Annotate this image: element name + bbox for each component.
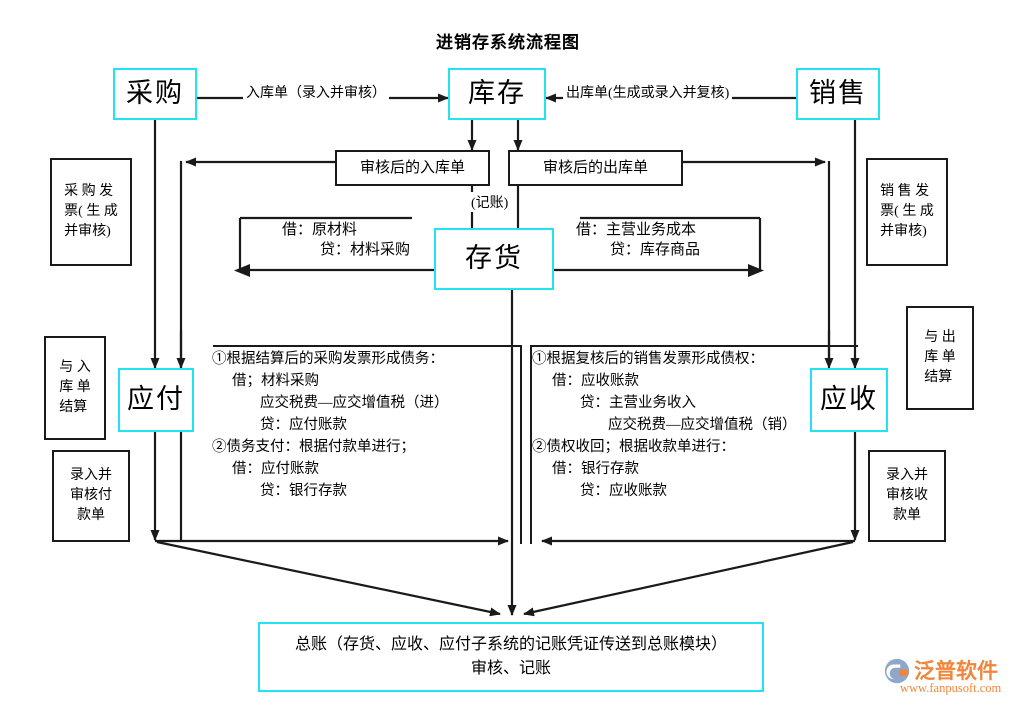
- node-approved-inbound-slip[interactable]: 审核后的入库单: [335, 150, 490, 186]
- node-sales[interactable]: 销售: [796, 68, 880, 120]
- node-general-ledger[interactable]: 总账（存货、应收、应付子系统的记账凭证传送到总账模块） 审核、记账: [258, 622, 764, 692]
- entry-outbound-line-2: 贷：库存商品: [610, 242, 701, 259]
- node-stock-label: 存货: [465, 243, 523, 274]
- box-settle-with-outbound-text: 与 出 库 单 结算: [924, 329, 956, 386]
- journal-receivable-line-3: 贷：主营业务收入: [580, 395, 696, 412]
- box-purchase-invoice[interactable]: 采 购 发 票( 生 成 并审核): [50, 158, 132, 266]
- ledger-line-1: 总账（存货、应收、应付子系统的记账凭证传送到总账模块）: [294, 636, 727, 653]
- journal-payable-line-5: ②债务支付：根据付款单进行；: [212, 439, 415, 456]
- edge-label-outbound-order: 出库单(生成或录入并复核): [563, 82, 733, 102]
- entry-inbound-line-2: 贷：材料采购: [320, 242, 411, 259]
- ledger-line-2: 审核、记账: [470, 660, 551, 677]
- journal-payable-line-6: 借：应付账款: [232, 461, 319, 478]
- node-inventory-label: 库存: [468, 78, 526, 109]
- edge-label-inbound-order: 入库单（录入并审核）: [243, 82, 389, 102]
- node-purchase[interactable]: 采购: [113, 68, 197, 120]
- journal-payable-line-2: 借；材料采购: [232, 373, 319, 390]
- node-payable[interactable]: 应付: [118, 368, 194, 432]
- entry-note-outbound: 借：主营业务成本 贷：库存商品: [576, 220, 700, 261]
- box-payment-slip-text: 录入并 审核付 款单: [70, 467, 112, 524]
- node-approved-outbound-slip-label: 审核后的出库单: [542, 159, 648, 176]
- entry-outbound-line-1: 借：主营业务成本: [576, 222, 697, 238]
- journal-receivable-line-5: ②债权收回；根据收款单进行：: [532, 439, 735, 456]
- journal-receivable: ①根据复核后的销售发票形成债权： 借：应收账款 贷：主营业务收入 应交税费—应交…: [532, 348, 797, 502]
- box-purchase-invoice-text: 采 购 发 票( 生 成 并审核): [64, 183, 118, 240]
- journal-payable-line-1: ①根据结算后的采购发票形成债务：: [212, 351, 444, 367]
- node-stock[interactable]: 存货: [434, 228, 554, 290]
- journal-payable-line-4: 贷：应付账款: [260, 417, 347, 434]
- box-settle-with-inbound[interactable]: 与 入 库 单 结算: [44, 336, 106, 440]
- entry-note-inbound: 借：原材料 贷：材料采购: [262, 220, 410, 261]
- entry-inbound-line-1: 借：原材料: [282, 222, 358, 238]
- node-receivable-label: 应收: [820, 384, 878, 415]
- journal-payable-line-3: 应交税费—应交增值税（进）: [260, 395, 449, 412]
- journal-payable-line-7: 贷：银行存款: [260, 483, 347, 500]
- journal-payable: ①根据结算后的采购发票形成债务： 借；材料采购 应交税费—应交增值税（进） 贷：…: [212, 348, 449, 502]
- node-purchase-label: 采购: [126, 78, 184, 109]
- journal-receivable-line-4: 应交税费—应交增值税（销）: [608, 417, 797, 434]
- journal-receivable-line-2: 借：应收账款: [552, 373, 639, 390]
- box-payment-slip[interactable]: 录入并 审核付 款单: [52, 450, 130, 542]
- chart-title: 进销存系统流程图: [436, 33, 580, 52]
- journal-receivable-line-1: ①根据复核后的销售发票形成债权：: [532, 351, 764, 367]
- edge-label-bookkeeping: (记账): [468, 192, 512, 212]
- node-inventory[interactable]: 库存: [448, 68, 546, 120]
- node-payable-label: 应付: [127, 384, 185, 415]
- box-receipt-slip[interactable]: 录入并 审核收 款单: [868, 450, 946, 542]
- journal-receivable-line-7: 贷：应收账款: [580, 483, 667, 500]
- logo-mark-icon: [884, 658, 910, 684]
- box-sales-invoice-text: 销 售 发 票( 生 成 并审核): [880, 183, 934, 240]
- node-approved-outbound-slip[interactable]: 审核后的出库单: [508, 150, 683, 186]
- box-sales-invoice[interactable]: 销 售 发 票( 生 成 并审核): [866, 158, 948, 266]
- journal-receivable-line-6: 借：银行存款: [552, 461, 639, 478]
- node-receivable[interactable]: 应收: [810, 368, 888, 432]
- box-receipt-slip-text: 录入并 审核收 款单: [886, 467, 928, 524]
- logo-url: www.fanpusoft.com: [900, 681, 1002, 695]
- box-settle-with-outbound[interactable]: 与 出 库 单 结算: [906, 306, 974, 410]
- logo-brand-name: 泛普软件: [914, 660, 998, 683]
- node-approved-inbound-slip-label: 审核后的入库单: [359, 159, 465, 176]
- box-settle-with-inbound-text: 与 入 库 单 结算: [59, 359, 91, 416]
- brand-logo: 泛普软件 www.fanpusoft.com: [884, 655, 1008, 701]
- node-sales-label: 销售: [809, 78, 867, 109]
